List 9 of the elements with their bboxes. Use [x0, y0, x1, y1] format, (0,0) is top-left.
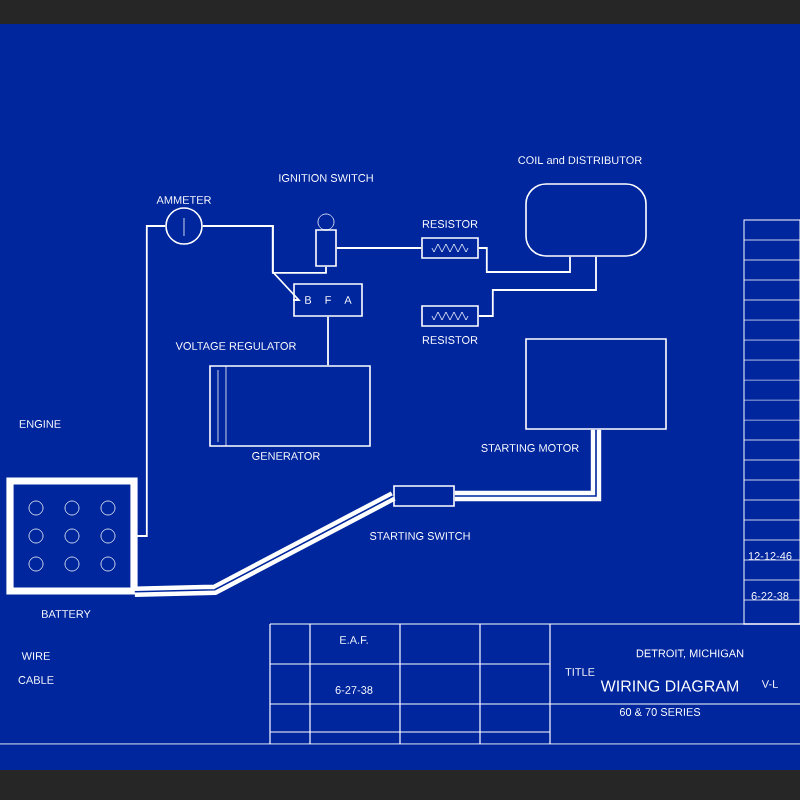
wire: [335, 247, 423, 249]
wire: [201, 225, 301, 301]
wire: [477, 255, 597, 317]
wire: [133, 225, 167, 537]
wire: [327, 315, 329, 367]
wire: [477, 247, 571, 273]
wire: [134, 491, 396, 597]
title-text: WIRING DIAGRAM: [600, 680, 738, 692]
wire: [454, 429, 602, 502]
